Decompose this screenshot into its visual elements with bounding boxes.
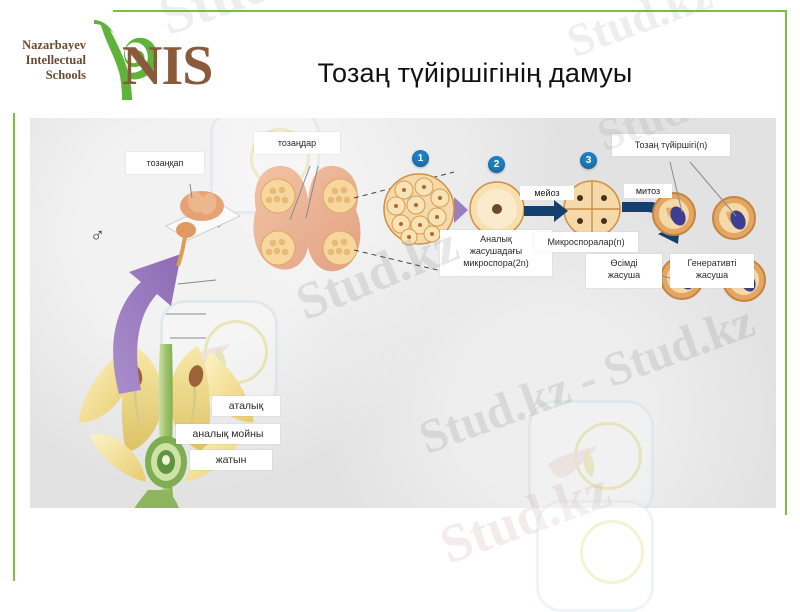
male-symbol-icon: ♂ xyxy=(90,225,105,247)
magnification-guides xyxy=(353,171,455,275)
label-pollen-grains: тозаңдар xyxy=(254,132,340,154)
watermark-text: Stud.kz - Stud.kz xyxy=(150,0,573,49)
stage-1-cell-cluster xyxy=(383,173,455,246)
diagram-panel: ♂ xyxy=(30,118,776,508)
label-pollen-grain-n: Тозаң түйіршігі(n) xyxy=(612,134,730,156)
stage-badge-1: 1 xyxy=(412,150,429,167)
label-leader-lines xyxy=(166,161,737,339)
slide-border-right xyxy=(785,10,787,515)
label-style: аналық мойны xyxy=(176,424,280,444)
meiosis-arrow-icon xyxy=(524,200,568,222)
logo-school-name: Nazarbayev Intellectual Schools xyxy=(14,38,86,82)
stage-badge-2: 2 xyxy=(488,156,505,173)
label-anther-sac: тозаңқап xyxy=(126,152,204,174)
stage-badge-3: 3 xyxy=(580,152,597,169)
logo-line-2: Intellectual xyxy=(25,52,86,67)
stage-2-mother-cell xyxy=(469,181,525,237)
page-title: Тозаң түйіршігінің дамуы xyxy=(317,58,633,88)
label-mother-cell: Аналық жасушадағы микроспора(2n) xyxy=(440,230,552,276)
decorative-badge-icon-2 xyxy=(528,400,654,508)
logo-line-1: Nazarbayev xyxy=(22,38,86,52)
label-generative-cell: Генеративті жасуша xyxy=(670,254,754,288)
decorative-badge-icon-4 xyxy=(536,500,654,612)
slide-border-top xyxy=(113,10,787,12)
nis-logo: Nazarbayev Intellectual Schools NIS xyxy=(14,12,213,107)
logo-line-3: Schools xyxy=(45,67,86,82)
label-stamen: аталық xyxy=(212,396,280,416)
label-ovary: жатын xyxy=(190,450,272,470)
anther-cross-section xyxy=(253,165,361,272)
nis-ornament-icon xyxy=(86,14,166,107)
label-microspores: Микроспоралар(n) xyxy=(534,232,638,252)
label-vegetative-cell: Өсімді жасуша xyxy=(586,254,662,288)
slide-border-left xyxy=(13,113,15,581)
process-label-mitosis: митоз xyxy=(624,184,672,198)
anther-on-slide-illustration xyxy=(164,191,242,266)
logo-wordmark: NIS xyxy=(122,35,213,97)
process-label-meiosis: мейоз xyxy=(520,186,574,200)
purple-cycle-arrow xyxy=(113,254,181,394)
